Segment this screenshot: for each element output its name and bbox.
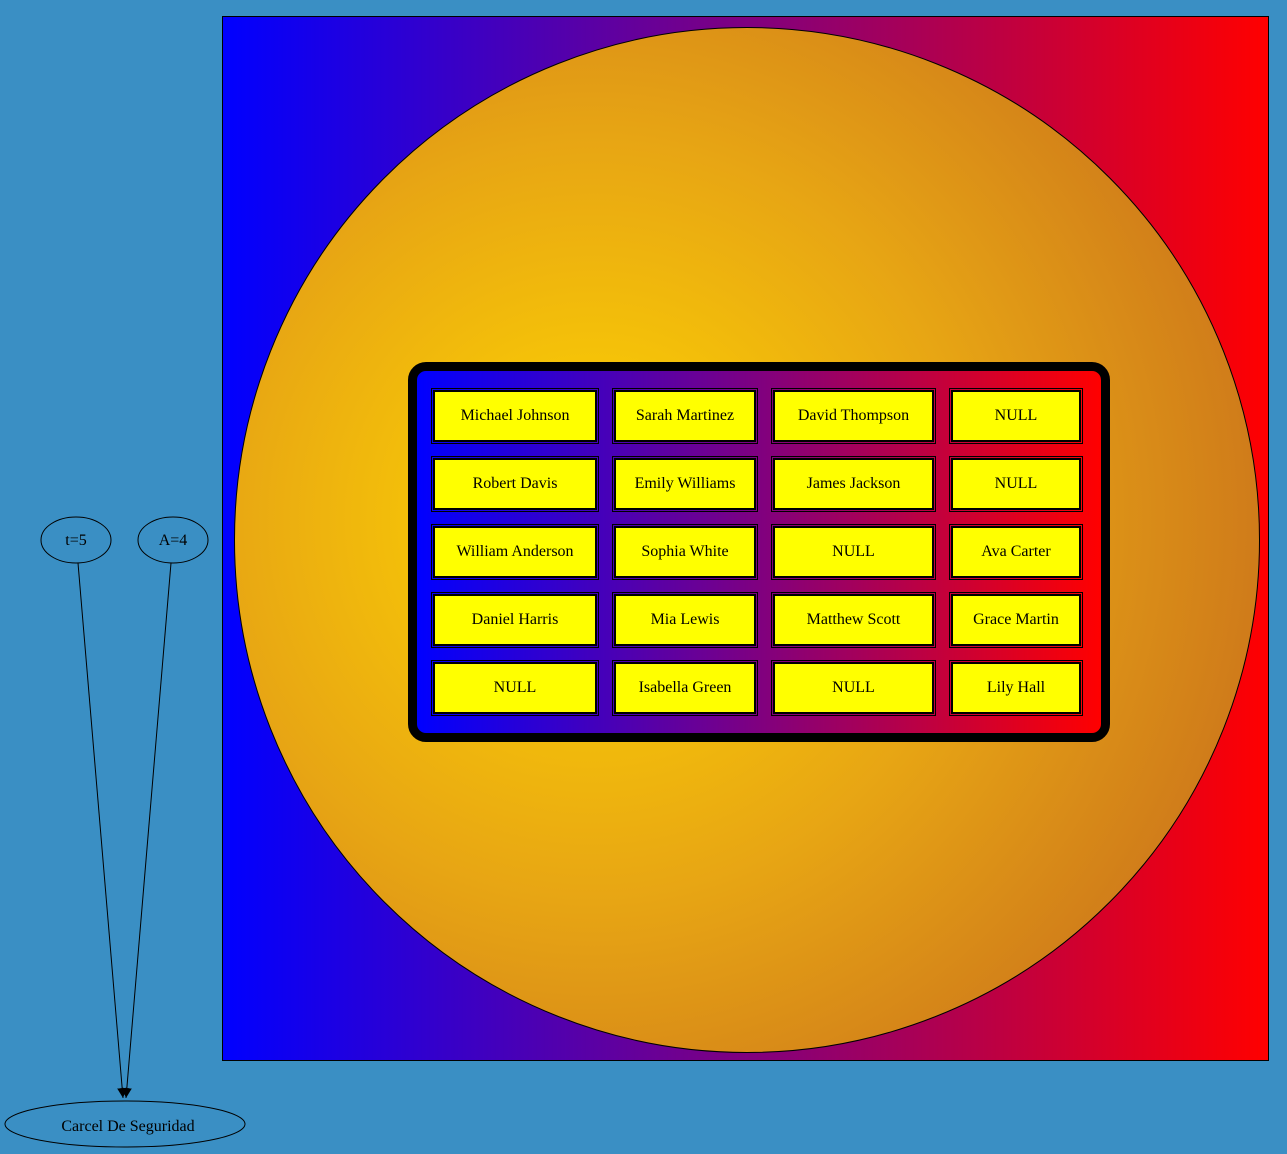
table-cell[interactable]: NULL [431,660,599,716]
table-cell[interactable]: Isabella Green [612,660,758,716]
table-cell[interactable]: Matthew Scott [771,592,936,648]
table-cell[interactable]: Michael Johnson [431,388,599,444]
edge-a-to-carcel [121,562,172,1099]
table-cell[interactable]: Sarah Martinez [612,388,758,444]
node-carcel-de-seguridad[interactable]: Carcel De Seguridad [4,1100,246,1148]
cluster-panel: Michael Johnson Sarah Martinez David Tho… [222,16,1269,1061]
table-cell[interactable]: James Jackson [771,456,936,512]
table-cell[interactable]: David Thompson [771,388,936,444]
table-cell[interactable]: Daniel Harris [431,592,599,648]
table-cell[interactable]: NULL [949,456,1083,512]
node-carcel-label: Carcel De Seguridad [61,1118,194,1135]
table-cell[interactable]: NULL [771,524,936,580]
table-cell[interactable]: Mia Lewis [612,592,758,648]
table-cell[interactable]: Ava Carter [949,524,1083,580]
edge-t-to-carcel [77,562,128,1099]
table-cell[interactable]: Sophia White [612,524,758,580]
sphere-node: Michael Johnson Sarah Martinez David Tho… [234,27,1260,1053]
table-cell[interactable]: Lily Hall [949,660,1083,716]
table-cell[interactable]: Grace Martin [949,592,1083,648]
table-cell[interactable]: William Anderson [431,524,599,580]
node-a[interactable]: A=4 [137,516,209,564]
table-cell[interactable]: Emily Williams [612,456,758,512]
table-cell[interactable]: Robert Davis [431,456,599,512]
node-t-label: t=5 [65,532,86,549]
record-table: Michael Johnson Sarah Martinez David Tho… [408,362,1110,742]
node-t[interactable]: t=5 [40,516,112,564]
table-cell[interactable]: NULL [949,388,1083,444]
node-a-label: A=4 [159,532,188,549]
table-cell[interactable]: NULL [771,660,936,716]
